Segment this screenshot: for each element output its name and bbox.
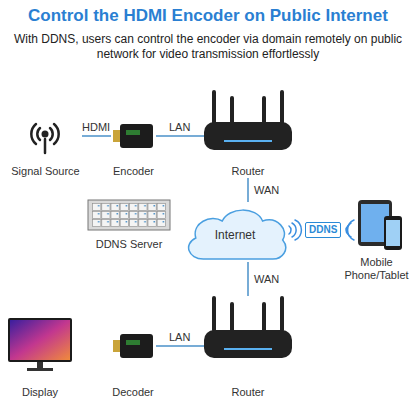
ddns-server-icon [88, 200, 170, 230]
server-bays [92, 203, 166, 227]
router-lights [224, 140, 272, 142]
device-node: Router [204, 90, 292, 178]
device-sticker [126, 130, 140, 135]
device-label: Encoder [111, 165, 156, 178]
mobile-devices-icon [358, 200, 402, 250]
tv-base [27, 368, 53, 371]
hdmi-plug [113, 340, 121, 352]
connector-label: WAN [253, 184, 280, 196]
router-antenna [212, 90, 216, 126]
router-body [204, 330, 292, 358]
cloud-shape [189, 210, 286, 259]
tv-screen [10, 320, 70, 360]
device-node: Router [204, 296, 292, 399]
encoder-icon [113, 124, 153, 148]
device-label: Display [8, 386, 72, 399]
router-antenna [230, 302, 234, 332]
connector-label: HDMI [81, 121, 111, 133]
hdmi-plug [113, 130, 121, 142]
signal-source-icon [31, 124, 58, 153]
cloud-node: Internet [182, 202, 288, 262]
wave-arc [295, 220, 301, 240]
router-antenna [212, 296, 216, 332]
router-antenna [262, 96, 266, 126]
device-body [120, 334, 153, 358]
display-icon [8, 318, 72, 371]
connector-line [82, 135, 111, 137]
device-label: Decoder [110, 386, 156, 399]
antenna-dot [42, 131, 49, 138]
router-icon [204, 296, 292, 358]
connector-label: WAN [253, 273, 280, 285]
device-node: Decoder [110, 334, 156, 399]
device-label: Mobile Phone/Tablet [342, 256, 411, 282]
connector-line [156, 135, 204, 137]
device-label: Router [204, 386, 292, 399]
device-label: DDNS Server [88, 238, 170, 251]
router-icon [204, 90, 292, 150]
router-antenna [280, 296, 284, 332]
router-antenna [230, 96, 234, 126]
ddns-badge: DDNS [305, 222, 341, 238]
tv-stand [37, 362, 43, 368]
phone-body [384, 216, 402, 250]
tv-frame [8, 318, 72, 362]
device-node: Signal Source [9, 118, 82, 178]
wireless-waves [289, 220, 354, 240]
antenna-stem [44, 139, 47, 153]
signal-arc [50, 128, 53, 140]
router-body [204, 122, 292, 150]
signal-arc [31, 124, 36, 144]
signal-arc [37, 128, 40, 140]
connector-label: LAN [168, 121, 191, 133]
wave-arc [292, 223, 296, 237]
device-body [120, 124, 153, 148]
router-antenna [262, 302, 266, 332]
badge-label: DDNS [309, 224, 337, 236]
device-node: Mobile Phone/Tablet [342, 198, 411, 282]
cloud-label: Internet [215, 228, 256, 242]
wave-arc [348, 220, 354, 240]
connector-label: LAN [168, 331, 191, 343]
router-lights [224, 348, 272, 350]
device-node: Encoder [111, 124, 156, 178]
wave-arc [289, 226, 291, 234]
device-label: Router [204, 165, 292, 178]
server-chassis [88, 200, 170, 230]
router-antenna [280, 90, 284, 126]
device-label: Signal Source [9, 165, 82, 178]
device-node: Display [8, 318, 72, 399]
connector-line [156, 345, 204, 347]
device-node: DDNS Server [88, 200, 170, 251]
title-text: Control the HDMI Encoder on Public Inter… [28, 6, 388, 26]
connector-line [247, 262, 249, 296]
signal-arc [54, 124, 59, 144]
connector-line [247, 178, 249, 202]
decoder-icon [113, 334, 153, 358]
phone-screen [386, 220, 400, 246]
device-sticker [126, 340, 140, 345]
subtitle-text: With DDNS, users can control the encoder… [10, 32, 406, 62]
